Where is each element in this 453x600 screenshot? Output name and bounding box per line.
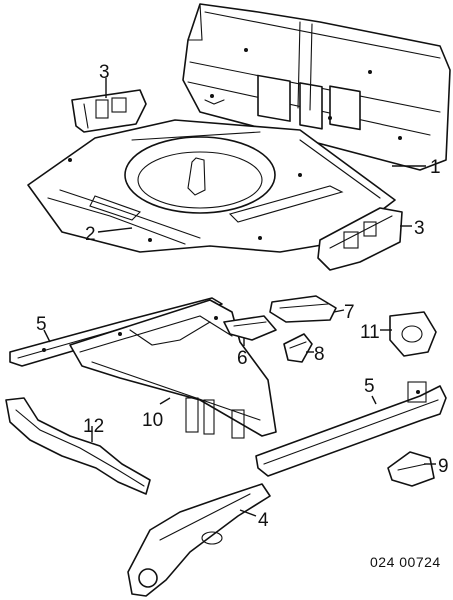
reference-code-label: 024 00724 xyxy=(370,554,441,570)
rear-floor-pan-part xyxy=(27,119,396,253)
callout-12: 12 xyxy=(83,416,104,437)
callout-3-right: 3 xyxy=(414,218,425,239)
gusset-part-8 xyxy=(283,333,313,363)
callout-11: 11 xyxy=(360,322,380,343)
leader-line-2 xyxy=(97,227,133,233)
frame-extension-part-4 xyxy=(127,483,271,597)
curved-support-part-12 xyxy=(5,397,151,495)
leader-line-7 xyxy=(333,309,345,313)
leader-line-4 xyxy=(239,509,257,517)
callout-7: 7 xyxy=(344,302,355,323)
callout-6: 6 xyxy=(237,348,248,369)
plate-part-6 xyxy=(223,315,277,341)
bracket-part-right xyxy=(317,207,403,271)
callout-9: 9 xyxy=(438,456,449,477)
crossmember-frame-part xyxy=(69,299,277,439)
callout-5-right: 5 xyxy=(364,376,375,397)
callout-1: 1 xyxy=(430,157,441,178)
bracket-part-9 xyxy=(387,451,435,487)
callout-3-top: 3 xyxy=(99,62,110,83)
callout-10: 10 xyxy=(142,410,163,431)
callout-5-left: 5 xyxy=(36,314,47,335)
callout-4: 4 xyxy=(258,510,269,531)
leader-line-10 xyxy=(159,397,171,405)
callout-2: 2 xyxy=(85,224,96,245)
mount-bracket-part-11 xyxy=(389,311,437,357)
side-rail-part-right xyxy=(255,381,447,477)
leader-line-5-right xyxy=(371,395,377,405)
callout-8: 8 xyxy=(314,344,325,365)
bracket-part-top xyxy=(71,89,147,133)
leader-line-5-left xyxy=(43,329,51,343)
rear-panel-part xyxy=(182,3,451,171)
reinforcement-part-7 xyxy=(269,295,337,323)
